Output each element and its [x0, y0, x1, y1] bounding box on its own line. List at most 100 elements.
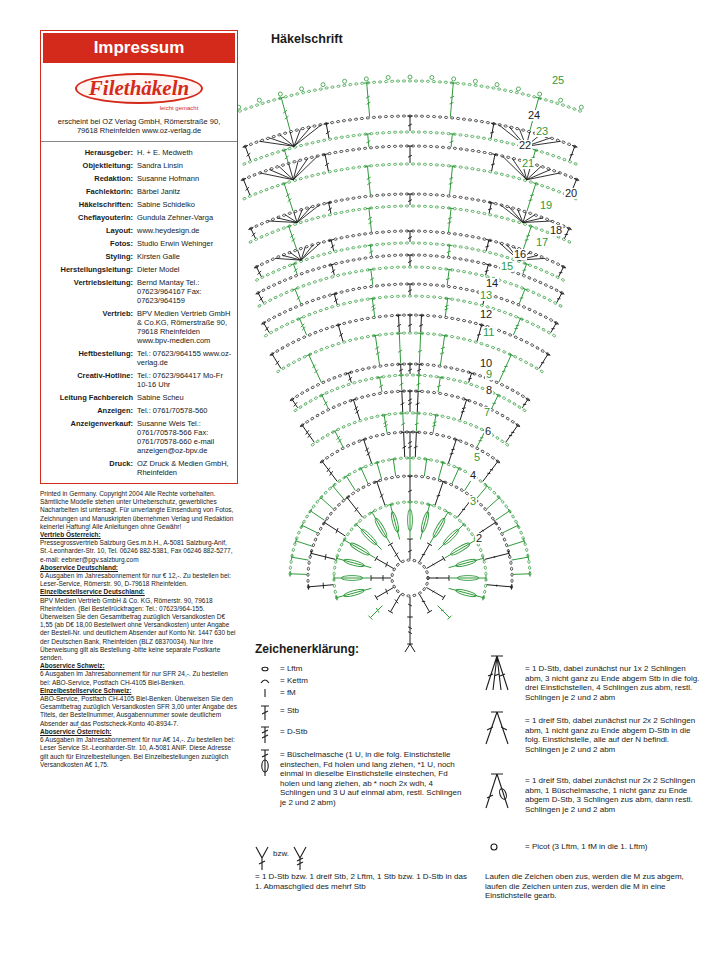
chart-stroke — [257, 98, 261, 102]
chart-stroke — [506, 218, 510, 221]
chart-stroke — [417, 383, 421, 385]
chart-stroke — [311, 386, 315, 389]
chart-stroke — [372, 299, 374, 317]
chart-stroke — [317, 297, 321, 300]
chart-stroke — [305, 143, 309, 146]
y-stitch-symbol — [294, 847, 306, 870]
chart-stroke — [505, 386, 509, 389]
chart-stroke — [423, 283, 426, 285]
chart-stroke — [492, 87, 496, 90]
staff-name: Susanne Hofmann — [137, 174, 233, 183]
chart-stroke — [332, 265, 335, 276]
chart-stroke — [488, 209, 492, 210]
chart-stroke — [384, 267, 387, 269]
chart-stroke — [358, 380, 362, 383]
chart-stroke — [351, 234, 355, 237]
chart-stroke — [337, 588, 372, 597]
chart-stroke — [277, 268, 281, 271]
chart-stroke — [348, 320, 352, 323]
chart-stroke — [536, 97, 541, 98]
chart-stroke — [282, 266, 286, 269]
chart-stroke — [518, 317, 523, 319]
chart-stroke — [550, 273, 554, 276]
chart-stroke — [408, 369, 412, 371]
logo-slogan: leicht gemacht — [121, 105, 237, 111]
chart-stroke — [329, 512, 333, 516]
chart-stroke — [378, 296, 381, 299]
staff-role: Layout: — [45, 226, 133, 235]
chart-stroke — [518, 405, 522, 409]
chart-stroke — [368, 217, 372, 219]
chart-stroke — [473, 401, 477, 404]
chart-stroke — [429, 432, 432, 435]
chart-stroke — [408, 200, 412, 202]
chart-stroke — [449, 178, 453, 180]
chart-stroke — [393, 283, 396, 285]
chart-stroke — [432, 425, 436, 426]
chart-stroke — [270, 186, 274, 189]
chart-stroke — [331, 240, 333, 251]
chart-stroke — [369, 436, 373, 439]
chart-stroke — [424, 459, 426, 476]
chart-stroke — [405, 242, 408, 244]
chart-stroke — [512, 176, 516, 179]
chart-stroke — [348, 272, 352, 275]
chart-stroke — [370, 245, 371, 256]
chart-stroke — [448, 218, 452, 220]
chart-stroke — [432, 477, 436, 480]
logo-text: Filethäkeln — [75, 73, 203, 104]
chart-stroke — [529, 199, 533, 201]
chart-stroke — [306, 270, 310, 273]
chart-stroke — [449, 575, 450, 581]
chart-stroke — [465, 167, 468, 170]
chart-stroke — [265, 188, 269, 191]
chart-stroke — [455, 588, 477, 598]
chart-stroke — [555, 288, 559, 291]
chart-stroke — [309, 355, 321, 382]
chart-stroke — [387, 193, 390, 195]
chart-stroke — [487, 585, 512, 587]
chart-stroke — [567, 227, 572, 229]
chart-stroke — [352, 442, 356, 445]
chart-stroke — [523, 223, 527, 226]
chart-stroke — [384, 477, 388, 480]
chart-stroke — [249, 240, 253, 243]
chart-stroke — [494, 172, 498, 175]
chart-stroke — [495, 436, 499, 440]
chart-stroke — [343, 79, 347, 83]
row-number: 20 — [564, 188, 578, 199]
chart-stroke — [450, 117, 453, 119]
chart-stroke — [253, 173, 257, 176]
chart-stroke — [352, 134, 355, 137]
chart-stroke — [479, 548, 482, 552]
chart-stroke — [256, 292, 261, 295]
chart-stroke — [408, 261, 412, 263]
chart-stroke — [387, 254, 390, 256]
chart-stroke — [545, 218, 549, 221]
chart-stroke — [440, 335, 444, 365]
chart-stroke — [474, 273, 478, 276]
chart-stroke — [387, 163, 390, 165]
chart-stroke — [371, 269, 373, 285]
crochet-chart — [237, 75, 584, 652]
chart-stroke — [313, 125, 317, 128]
chart-stroke — [444, 116, 447, 118]
chart-stroke — [456, 336, 460, 339]
chart-stroke — [492, 491, 496, 495]
chart-stroke — [299, 247, 303, 250]
single-crochet-symbol — [264, 689, 265, 697]
chart-stroke — [307, 579, 309, 582]
chart-stroke — [402, 446, 406, 448]
chart-stroke — [548, 298, 552, 301]
chart-stroke — [298, 159, 302, 162]
chart-stroke — [297, 358, 301, 361]
row-number: 13 — [479, 290, 493, 301]
chart-stroke — [479, 503, 483, 507]
staff-name: Gundula Zehner-Varga — [137, 213, 233, 222]
chart-stroke — [356, 524, 381, 549]
chart-stroke — [502, 371, 506, 372]
chart-stroke — [538, 281, 542, 284]
chart-stroke — [308, 313, 312, 316]
chart-stroke — [492, 403, 496, 404]
chart-stroke — [361, 82, 364, 84]
